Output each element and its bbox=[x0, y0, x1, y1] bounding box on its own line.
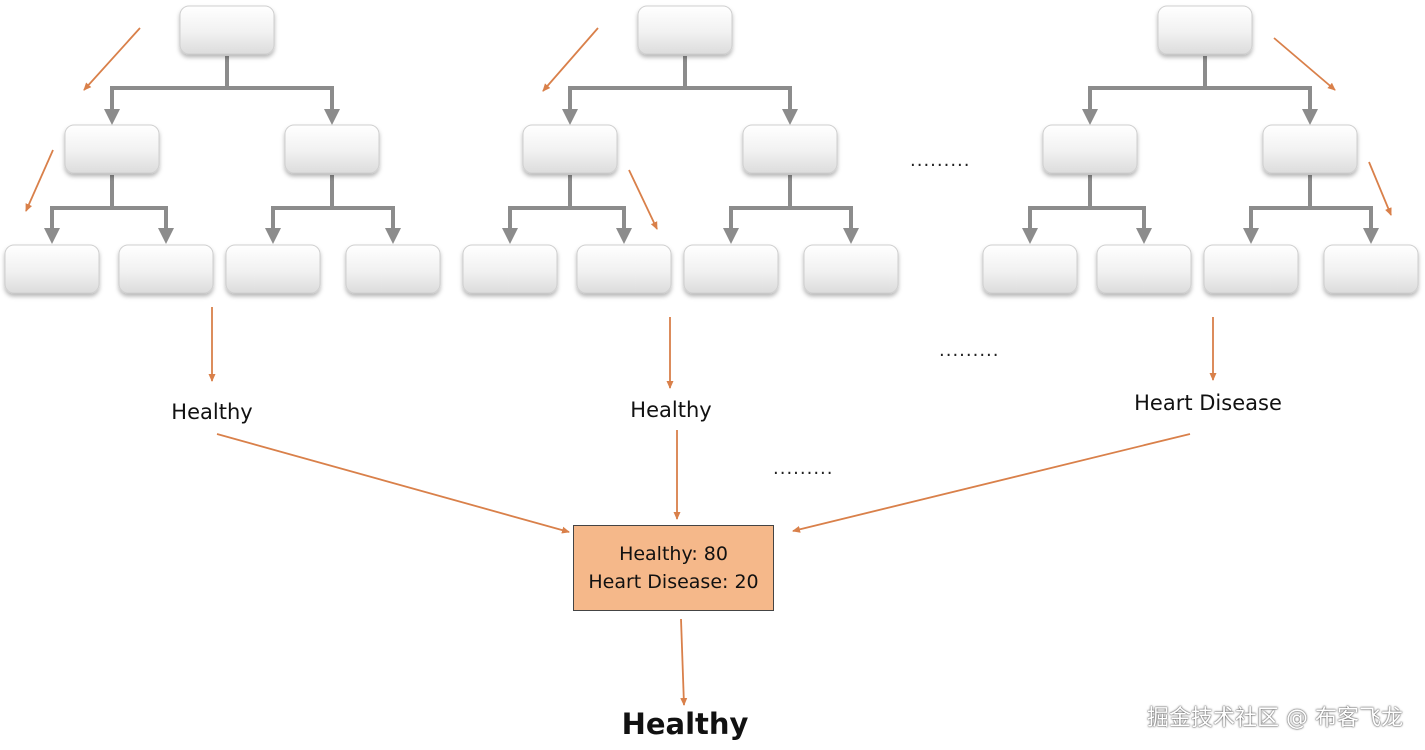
vote-count-box: Healthy: 80 Heart Disease: 20 bbox=[573, 525, 774, 611]
tree-leaf-node bbox=[982, 244, 1078, 294]
decision-tree-1 bbox=[4, 5, 441, 294]
path-arrow bbox=[1368, 161, 1392, 216]
tree-leaf-node bbox=[1203, 244, 1299, 294]
final-arrow bbox=[680, 618, 688, 706]
tree-leaf-node bbox=[462, 244, 558, 294]
tree-leaf-node bbox=[118, 244, 214, 294]
tree-leaf-node bbox=[345, 244, 441, 294]
tree-internal-node bbox=[742, 124, 838, 174]
path-arrow bbox=[628, 169, 658, 230]
decision-tree-2 bbox=[462, 5, 899, 294]
tree-leaf-node bbox=[683, 244, 779, 294]
path-arrow bbox=[542, 27, 599, 92]
tree-1-prediction: Healthy bbox=[171, 400, 253, 424]
tree-3-prediction: Heart Disease bbox=[1134, 391, 1282, 415]
final-prediction-container: Healthy bbox=[0, 707, 1370, 741]
vote-arrow bbox=[792, 433, 1191, 533]
tree-leaf-node bbox=[576, 244, 672, 294]
tree-internal-node bbox=[284, 124, 380, 174]
ellipsis-between-outputs: ......... bbox=[939, 340, 1000, 361]
tree-internal-node bbox=[1262, 124, 1358, 174]
vote-heart-disease-count: Heart Disease: 20 bbox=[588, 571, 759, 593]
tree-2-prediction: Healthy bbox=[630, 398, 712, 422]
ellipsis-between-votes: ......... bbox=[773, 458, 834, 479]
path-arrow bbox=[1273, 37, 1336, 91]
tree-leaf-node bbox=[803, 244, 899, 294]
tree-root-node bbox=[637, 5, 733, 55]
tree-leaf-node bbox=[4, 244, 100, 294]
tree-internal-node bbox=[522, 124, 618, 174]
path-arrow bbox=[25, 149, 54, 212]
path-arrow bbox=[83, 27, 141, 91]
watermark: 掘金技术社区 @ 布客飞龙 bbox=[1147, 706, 1403, 731]
tree-internal-node bbox=[64, 124, 160, 174]
vote-arrow bbox=[216, 433, 570, 534]
tree-internal-node bbox=[1042, 124, 1138, 174]
tree-leaf-node bbox=[225, 244, 321, 294]
decision-tree-3 bbox=[982, 5, 1419, 294]
tree-root-node bbox=[1157, 5, 1253, 55]
tree-leaf-node bbox=[1096, 244, 1192, 294]
tree-root-node bbox=[179, 5, 275, 55]
final-prediction: Healthy bbox=[621, 707, 749, 741]
tree-leaf-node bbox=[1323, 244, 1419, 294]
ellipsis-between-trees: ......... bbox=[910, 150, 971, 171]
vote-healthy-count: Healthy: 80 bbox=[619, 543, 728, 565]
